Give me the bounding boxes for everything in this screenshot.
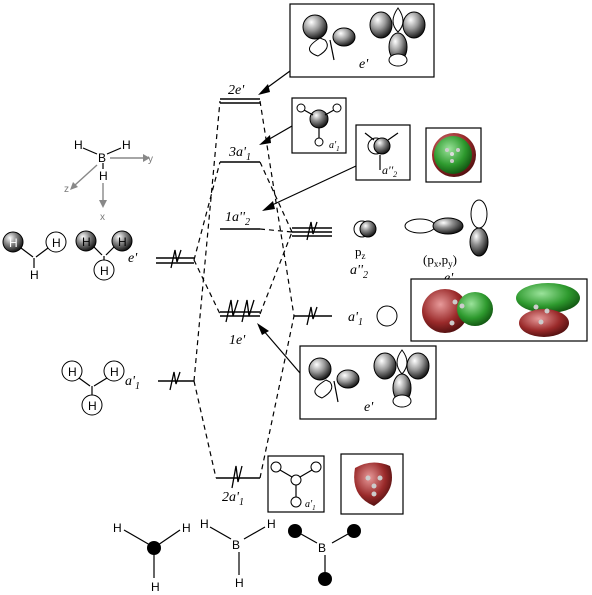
s-orbital-icon xyxy=(376,305,398,327)
isosurface-red-box xyxy=(340,453,404,515)
axis-y-arrow-icon xyxy=(143,154,150,162)
svg-text:H: H xyxy=(68,365,77,379)
svg-text:H: H xyxy=(267,517,276,531)
frag-left-e-label: e' xyxy=(128,251,138,266)
svg-text:H: H xyxy=(82,235,91,249)
level-2a1-label: 2a'1 xyxy=(222,490,244,508)
boron-right-label: B xyxy=(318,541,326,555)
svg-text:H: H xyxy=(235,576,244,590)
electron-pairs-1e xyxy=(225,299,255,323)
arrowhead-icon xyxy=(257,323,269,335)
axis-z-arrow-icon xyxy=(70,182,78,190)
bh3-bottom-molecule: H H B H xyxy=(200,517,276,590)
svg-text:H: H xyxy=(182,521,191,535)
inset-a1-small-bottom: a'1 xyxy=(267,455,325,513)
inset-e-top: e' xyxy=(289,3,435,78)
svg-text:H: H xyxy=(100,264,109,278)
inset-a1-small-top: a'1 xyxy=(291,97,347,154)
a1-label: a'1 xyxy=(329,140,340,153)
axis-x-label: x xyxy=(100,212,105,223)
arrowhead-icon xyxy=(258,84,270,95)
boron-label: B xyxy=(98,151,106,165)
correlation-lines xyxy=(193,100,295,479)
isosurface-green-box xyxy=(425,127,482,183)
boron-s-orbital-icon xyxy=(309,109,329,129)
inset-e-mid: e' xyxy=(299,345,437,420)
svg-text:H: H xyxy=(30,268,39,282)
axis-z-label: z xyxy=(64,184,69,195)
inset-a2pp: a''2 xyxy=(355,124,411,181)
level-2e-label: 2e' xyxy=(228,83,245,98)
py-orbital-icon xyxy=(469,199,489,257)
pz-orbital-icon xyxy=(373,137,391,155)
svg-text:H: H xyxy=(99,169,108,183)
pz-orbital-right-icon xyxy=(353,220,377,238)
level-1a2pp-label: 1a''2 xyxy=(225,210,250,228)
arrowhead-icon xyxy=(262,201,275,211)
svg-text:H: H xyxy=(88,399,97,413)
a1-label-bottom: a'1 xyxy=(305,499,316,512)
frag-left-a1-electron xyxy=(169,371,181,391)
frag-right-a1-electron xyxy=(306,306,318,326)
pxpy-label: (px,py) xyxy=(423,252,457,269)
b-bottom-molecule: B xyxy=(288,524,361,586)
pointer-arrow xyxy=(269,165,357,207)
h3-bottom-molecule: H H H xyxy=(113,521,191,594)
frag-right-electron xyxy=(306,221,318,241)
electron-pair-2a1 xyxy=(231,465,243,489)
axis-y-label: y xyxy=(148,154,153,165)
h3-fragment-e1: H H H xyxy=(2,231,67,282)
frag-right-a1-label: a'1 xyxy=(348,310,363,328)
frag-left-a1-label: a'1 xyxy=(125,374,140,392)
svg-text:H: H xyxy=(110,365,119,379)
axis-x-arrow-icon xyxy=(99,200,107,208)
pointer-arrow xyxy=(262,329,301,374)
svg-text:H: H xyxy=(118,235,127,249)
dark-center-atom xyxy=(147,541,161,555)
a2pp-right-label: a''2 xyxy=(350,263,368,281)
level-1e-label: 1e' xyxy=(229,333,246,348)
p-orbital-cluster-icon xyxy=(369,7,426,67)
level-3a1-label: 3a'1 xyxy=(228,145,251,163)
svg-text:H: H xyxy=(200,517,209,531)
isosurface-e-box xyxy=(410,278,588,342)
bh3-axes-molecule: H H B H y z x xyxy=(64,138,153,223)
svg-text:H: H xyxy=(122,138,131,152)
svg-text:H: H xyxy=(113,521,122,535)
h3-fragment-e2: H H H xyxy=(75,230,133,281)
svg-text:H: H xyxy=(74,138,83,152)
svg-text:H: H xyxy=(9,236,18,250)
svg-text:H: H xyxy=(151,580,160,594)
svg-text:H: H xyxy=(52,236,61,250)
px-orbital-icon xyxy=(404,217,464,235)
h3-fragment-a1: H H H xyxy=(61,360,125,416)
lobe-cluster-icon xyxy=(302,14,356,61)
arrowhead-icon xyxy=(259,135,271,145)
frag-left-e-electron xyxy=(170,249,182,269)
a2pp-box-label: a''2 xyxy=(382,163,397,179)
inset-e-mid-label: e' xyxy=(364,400,374,415)
inset-e-top-label: e' xyxy=(359,57,369,72)
pz-label: pz xyxy=(355,244,366,261)
boron-bottom-label: B xyxy=(232,538,240,552)
